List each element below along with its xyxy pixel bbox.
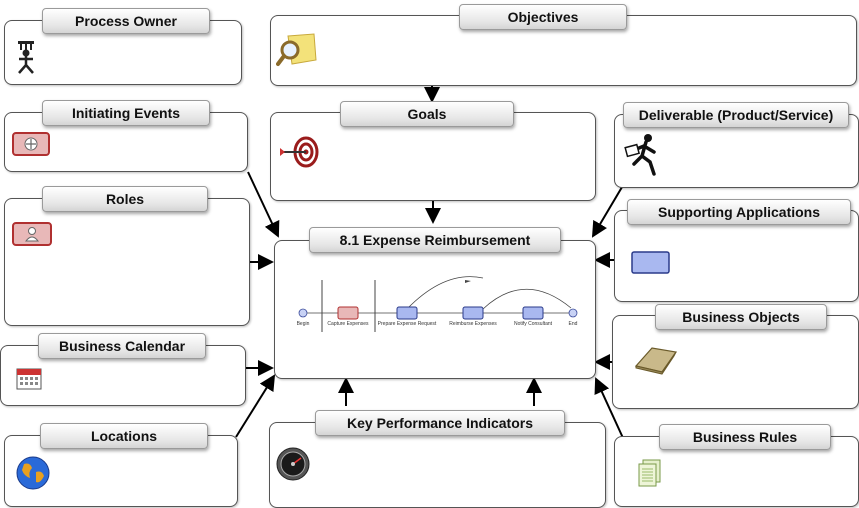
folder-icon	[634, 344, 678, 381]
deliverable-label: Deliverable (Product/Service)	[623, 102, 849, 128]
kpi-box	[269, 422, 606, 508]
gauge-icon	[276, 447, 310, 486]
supporting-applications-label: Supporting Applications	[627, 199, 851, 225]
process-owner-label: Process Owner	[42, 8, 210, 34]
arrow-deliverable-center	[591, 181, 626, 238]
arrow-locations-center	[235, 374, 276, 438]
business-rules-label: Business Rules	[659, 424, 831, 450]
globe-icon	[16, 456, 50, 495]
magnifier-note-icon	[276, 30, 320, 75]
flow-notify-node	[522, 306, 544, 320]
business-calendar-label: Business Calendar	[38, 333, 206, 359]
roles-label: Roles	[42, 186, 208, 212]
flow-end-node	[568, 308, 578, 318]
flow-prepare-node	[396, 306, 418, 320]
application-icon	[631, 251, 671, 280]
kpi-label: Key Performance Indicators	[315, 410, 565, 436]
goals-label: Goals	[340, 101, 514, 127]
flow-reimburse-node	[462, 306, 484, 320]
flow-capture-label: Capture Expenses	[327, 321, 369, 327]
calendar-icon	[16, 366, 42, 395]
roles-box	[4, 198, 250, 326]
person-icon	[14, 40, 40, 79]
flow-end-label: End	[569, 321, 578, 327]
flow-prepare-label: Prepare Expense Request	[378, 321, 437, 327]
initiating-events-label: Initiating Events	[42, 100, 210, 126]
process-flow: Begin Capture Expenses Prepare Expense R…	[297, 276, 578, 332]
locations-label: Locations	[40, 423, 208, 449]
expense-reimbursement-title: 8.1 Expense Reimbursement	[309, 227, 561, 253]
flow-capture-node	[337, 306, 359, 320]
arrow-rules-center	[594, 377, 624, 439]
flow-reimburse-label: Reimburse Expenses	[449, 321, 497, 327]
flow-begin-label: Begin	[297, 321, 310, 327]
documents-icon	[636, 458, 662, 495]
role-icon	[12, 222, 52, 251]
arrow-initiating-center	[247, 171, 280, 238]
flow-begin-node	[298, 308, 308, 318]
event-icon	[12, 132, 50, 161]
business-objects-label: Business Objects	[655, 304, 827, 330]
flow-notify-label: Notify Consultant	[514, 321, 553, 327]
objectives-label: Objectives	[459, 4, 627, 30]
target-icon	[278, 136, 320, 173]
runner-icon	[624, 132, 664, 183]
